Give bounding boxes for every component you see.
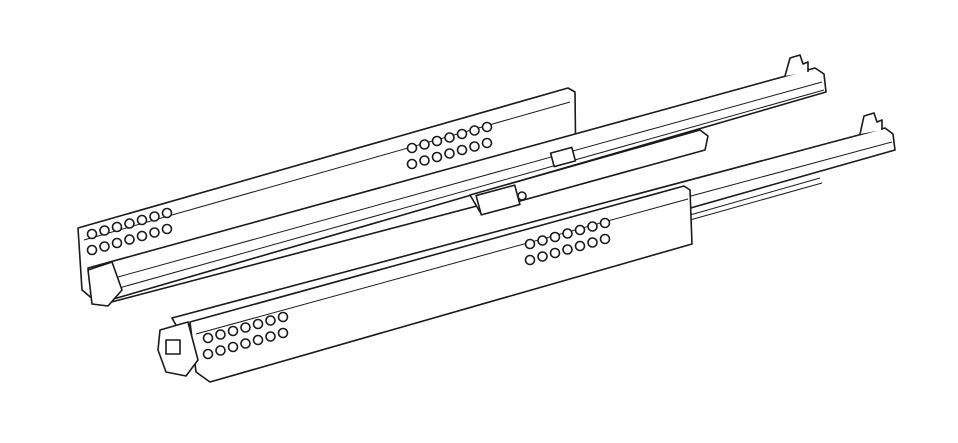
back-slide-hole-group-left bbox=[86, 207, 173, 256]
mounting-hole bbox=[574, 240, 586, 252]
mounting-hole bbox=[99, 225, 110, 236]
mounting-hole bbox=[215, 345, 226, 356]
mounting-hole bbox=[444, 148, 455, 159]
mounting-hole bbox=[161, 207, 173, 219]
mounting-hole bbox=[202, 332, 214, 344]
mounting-hole bbox=[481, 121, 493, 133]
mounting-hole bbox=[406, 142, 418, 154]
mounting-hole bbox=[431, 135, 443, 147]
mounting-hole bbox=[456, 128, 468, 140]
mounting-hole bbox=[240, 322, 251, 333]
front-slide-hole-group-mid bbox=[524, 217, 611, 266]
mounting-hole bbox=[277, 311, 289, 323]
front-slide-hole-group-left bbox=[202, 311, 289, 360]
mounting-hole bbox=[524, 254, 536, 266]
mounting-hole bbox=[240, 338, 251, 349]
mounting-hole bbox=[252, 334, 264, 346]
mounting-hole bbox=[469, 141, 480, 152]
mounting-hole bbox=[215, 329, 226, 340]
mounting-hole bbox=[562, 228, 573, 239]
mounting-hole bbox=[227, 325, 239, 337]
mounting-hole bbox=[419, 139, 430, 150]
mounting-hole bbox=[111, 237, 123, 249]
back-slide-hook bbox=[784, 54, 809, 77]
back-slide-end-cap bbox=[87, 261, 123, 307]
mounting-hole bbox=[99, 241, 110, 252]
mounting-hole bbox=[562, 244, 573, 255]
mounting-hole bbox=[587, 237, 598, 248]
mounting-hole bbox=[599, 217, 611, 229]
mounting-hole bbox=[574, 224, 586, 236]
mounting-hole bbox=[227, 341, 239, 353]
back-slide-lock-mechanism bbox=[469, 129, 709, 216]
mounting-hole bbox=[469, 125, 480, 136]
mounting-hole bbox=[265, 315, 276, 326]
mounting-hole bbox=[86, 228, 98, 240]
mounting-hole bbox=[136, 230, 148, 242]
mounting-hole bbox=[549, 247, 561, 259]
mounting-hole bbox=[149, 211, 160, 222]
mounting-hole bbox=[265, 331, 276, 342]
mounting-hole bbox=[161, 223, 173, 235]
mounting-hole bbox=[444, 132, 455, 143]
mounting-hole bbox=[537, 251, 548, 262]
mounting-hole bbox=[149, 227, 160, 238]
mounting-hole bbox=[86, 244, 98, 256]
front-slide-hook bbox=[859, 112, 883, 135]
mounting-hole bbox=[419, 155, 430, 166]
mounting-hole bbox=[124, 218, 135, 229]
mounting-hole bbox=[537, 235, 548, 246]
back-slide-hole-group-mid bbox=[406, 121, 493, 170]
mounting-hole bbox=[202, 348, 214, 360]
mounting-hole bbox=[524, 238, 536, 250]
mounting-hole bbox=[587, 221, 598, 232]
mounting-hole bbox=[456, 144, 468, 156]
mounting-hole bbox=[252, 318, 264, 330]
mounting-hole bbox=[111, 221, 123, 233]
mounting-hole bbox=[481, 137, 493, 149]
mounting-hole bbox=[277, 327, 289, 339]
mounting-hole bbox=[431, 151, 443, 163]
mounting-hole bbox=[136, 214, 148, 226]
mounting-hole bbox=[124, 234, 135, 245]
mounting-hole bbox=[406, 158, 418, 170]
mounting-hole bbox=[599, 233, 611, 245]
mounting-hole bbox=[549, 231, 561, 243]
